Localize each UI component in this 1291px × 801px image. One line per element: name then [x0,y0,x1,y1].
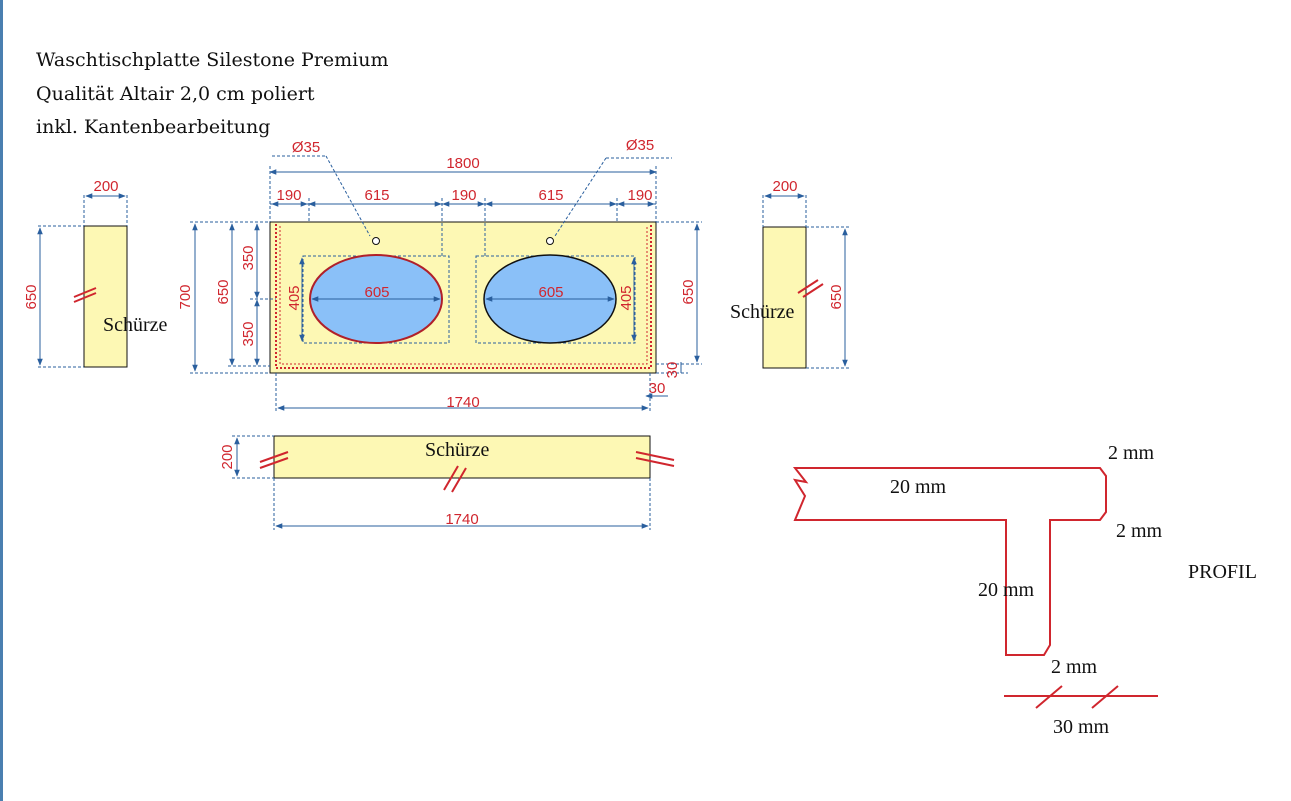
apron-right-width-label: 200 [772,178,797,195]
tap-hole-right [546,237,554,245]
profile-title: PROFIL [1188,561,1257,583]
apron-left-shape [83,225,128,368]
profile-section: 2 mm 20 mm 2 mm 20 mm 2 mm 30 mm PROFIL [792,442,1257,738]
apron-right-height-label: 650 [828,284,845,309]
apron-bottom-height-label: 200 [219,444,236,469]
profile-top-bevel-label: 2 mm [1108,442,1155,464]
header-line-3: inkl. Kantenbearbeitung [36,116,270,138]
profile-plate-thickness-label: 20 mm [890,476,947,498]
header-line-1: Waschtischplatte Silestone Premium [36,49,389,71]
vanity-top-plan: 1800 190 615 190 615 190 Ø35 Ø35 605 [177,137,702,412]
apron-left-label: Schürze [103,314,168,336]
tap-hole-left [372,237,380,245]
apron-bottom-break-mark [443,465,467,493]
apron-bottom-shape [273,435,651,479]
apron-right-label: Schürze [730,301,795,323]
tap-hole-right-label: Ø35 [626,137,654,154]
half-bottom-label: 350 [240,321,257,346]
basin-left-width-label: 605 [364,284,389,301]
profile-apron-thickness-label: 20 mm [978,579,1035,601]
height-650-label: 650 [215,279,232,304]
window-left-border [0,0,3,801]
basin-left-depth-label: 405 [286,285,303,310]
apron-left: 200 650 Schürze [23,178,168,368]
apron-right: 200 650 Schürze [730,178,850,369]
half-top-label: 350 [240,245,257,270]
basin-right-depth-label: 405 [618,285,635,310]
segment-label-3: 190 [451,187,476,204]
height-right-label: 650 [680,279,697,304]
profile-bottom-bevel-label: 2 mm [1051,656,1098,678]
profile-outline [792,467,1107,656]
apron-bottom-label: Schürze [425,439,490,461]
apron-left-height-label: 650 [23,284,40,309]
apron-right-break-mark [797,279,824,298]
apron-left-break-mark [73,287,97,303]
segment-label-5: 190 [627,187,652,204]
apron-right-shape [762,226,807,369]
basin-right-width-label: 605 [538,284,563,301]
segment-label-4: 615 [538,187,563,204]
edge-finish-outline [275,224,652,369]
tap-hole-left-label: Ø35 [292,139,320,156]
overall-width-label: 1800 [446,155,479,172]
bottom-width-label: 1740 [446,394,479,411]
segment-label-1: 190 [276,187,301,204]
profile-total-width-label: 30 mm [1053,716,1110,738]
apron-left-width-label: 200 [93,178,118,195]
header: Waschtischplatte Silestone Premium Quali… [36,49,389,138]
apron-bottom: 200 Schürze 1740 [219,435,675,530]
apron-bottom-width-label: 1740 [445,511,478,528]
profile-corner-bevel-label: 2 mm [1116,520,1163,542]
segment-label-2: 615 [364,187,389,204]
edge-30-horizontal-label: 30 [649,380,666,397]
edge-30-vertical-label: 30 [664,362,681,379]
height-700-label: 700 [177,284,194,309]
header-line-2: Qualität Altair 2,0 cm poliert [36,83,315,105]
